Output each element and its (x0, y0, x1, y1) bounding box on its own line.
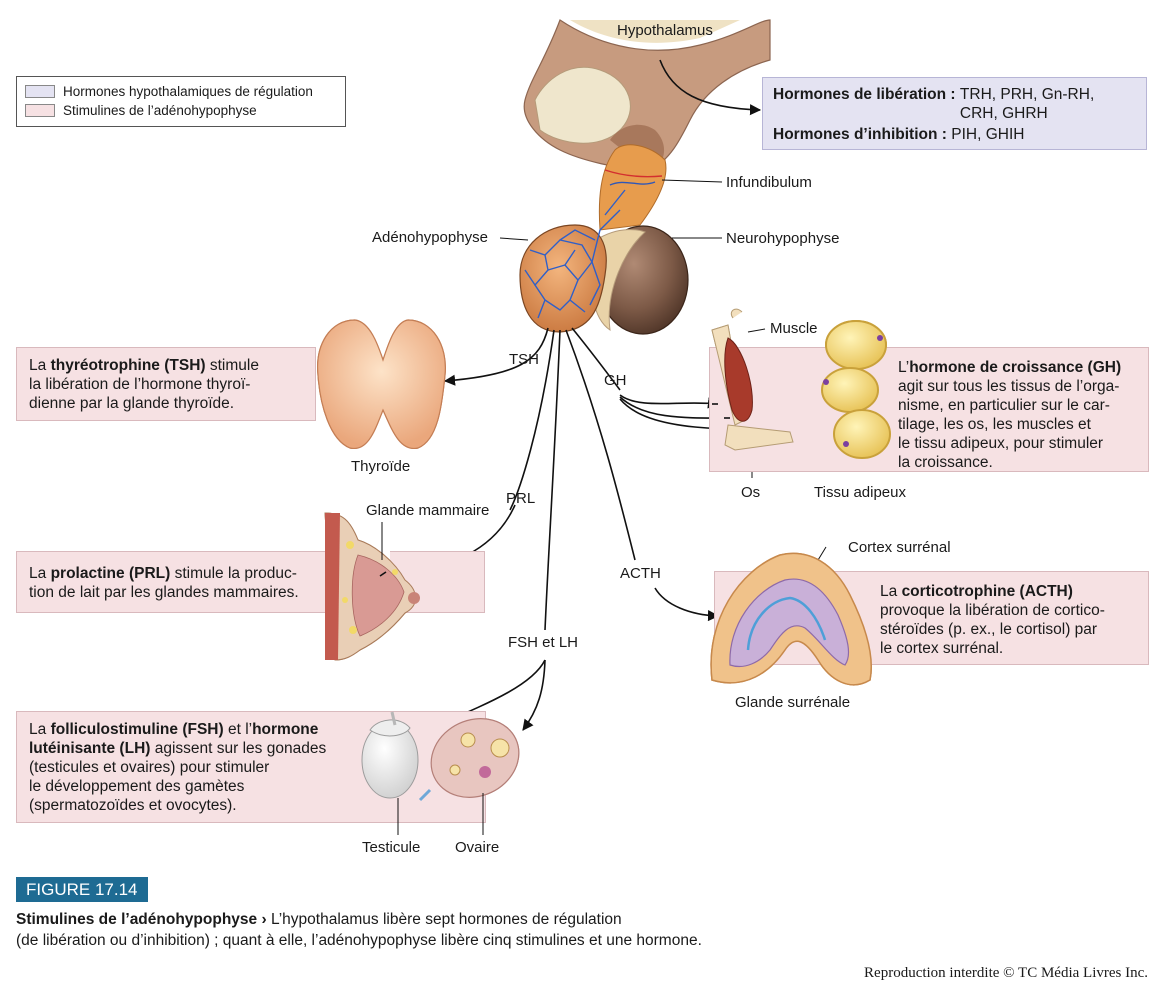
acth-pre: La (880, 583, 902, 600)
gh-line3: tilage, les os, les muscles et (898, 416, 1091, 433)
figure-tag: FIGURE 17.14 (16, 877, 148, 902)
tsh-pre: La (29, 357, 51, 374)
legend: Hormones hypothalamiques de régulation S… (16, 76, 346, 127)
label-adenohypophyse: Adénohypophyse (372, 229, 488, 246)
fsh-pre: La (29, 721, 51, 738)
fsh-line2: (testicules et ovaires) pour stimuler (29, 759, 270, 776)
gh-pre: L’ (898, 359, 910, 376)
acth-bold: corticotrophine (ACTH) (901, 583, 1073, 600)
adenohypophyse-illustration (519, 189, 626, 333)
legend-item-stimulines: Stimulines de l’adénohypophyse (25, 101, 337, 120)
figure-title: Stimulines de l’adénohypophyse (16, 911, 258, 928)
legend-label-stimulines: Stimulines de l’adénohypophyse (63, 103, 257, 118)
liberation-line1: TRH, PRH, Gn-RH, (959, 86, 1095, 103)
fsh-line4: (spermatozoïdes et ovocytes). (29, 797, 237, 814)
figure-text1: L’hypothalamus libère sept hormones de r… (266, 911, 622, 928)
legend-swatch-lavender (25, 85, 55, 98)
acth-description-box: La corticotrophine (ACTH) provoque la li… (714, 571, 1149, 665)
fsh-bold3: lutéinisante (LH) (29, 740, 151, 757)
prl-line1: stimule la produc- (170, 565, 297, 582)
legend-label-hypothalamic: Hormones hypothalamiques de régulation (63, 84, 313, 99)
label-ovaire: Ovaire (455, 839, 500, 856)
prl-box-right-extension (390, 551, 485, 613)
gh-description-box: L’hormone de croissance (GH) agit sur to… (709, 347, 1149, 472)
label-glande-surrenale: Glande surrénale (735, 694, 851, 711)
fsh-line1: agissent sur les gonades (150, 740, 327, 757)
label-cortex-surrenal: Cortex surrénal (848, 539, 951, 556)
prl-line2: tion de lait par les glandes mammaires. (29, 584, 299, 601)
label-fsh-lh: FSH et LH (508, 634, 579, 651)
label-thyroide: Thyroïde (351, 458, 411, 475)
prl-pre: La (29, 565, 51, 582)
gh-bold: hormone de croissance (GH) (909, 359, 1122, 376)
label-muscle: Muscle (770, 320, 818, 337)
tsh-line1: stimule (205, 357, 259, 374)
fsh-mid: et l’ (223, 721, 253, 738)
gh-line1: agit sur tous les tissus de l’orga- (898, 378, 1120, 395)
label-prl: PRL (506, 490, 536, 507)
label-glande-mammaire: Glande mammaire (366, 502, 490, 519)
tsh-line3: dienne par la glande thyroïde. (29, 395, 235, 412)
copyright-notice: Reproduction interdite © TC Média Livres… (864, 965, 1148, 981)
fsh-bold1: folliculostimuline (FSH) (50, 721, 224, 738)
label-tissu-adipeux: Tissu adipeux (814, 484, 906, 501)
inhibition-title: Hormones d’inhibition : (773, 126, 947, 143)
thyroid-illustration (317, 319, 446, 449)
acth-line3: le cortex surrénal. (880, 640, 1004, 657)
gh-line5: la croissance. (898, 454, 993, 471)
hypothalamus-illustration (523, 19, 771, 172)
label-infundibulum: Infundibulum (726, 174, 812, 191)
tsh-description-box: La thyréotrophine (TSH) stimule la libér… (16, 347, 316, 421)
figure-text2: (de libération ou d’inhibition) ; quant … (16, 932, 702, 949)
figure-separator: › (261, 911, 267, 928)
label-testicule: Testicule (362, 839, 421, 856)
gh-line2: nisme, en particulier sur le car- (898, 397, 1110, 414)
gh-line4: le tissu adipeux, pour stimuler (898, 435, 1104, 452)
tsh-bold: thyréotrophine (TSH) (50, 357, 206, 374)
liberation-line2: CRH, GHRH (959, 105, 1048, 122)
fsh-lh-description-box: La folliculostimuline (FSH) et l’hormone… (16, 711, 486, 823)
infundibulum-stalk (598, 144, 667, 231)
acth-line1: provoque la libération de cortico- (880, 602, 1105, 619)
tsh-line2: la libération de l’hormone thyroï- (29, 376, 251, 393)
liberation-title: Hormones de libération : (773, 86, 956, 103)
inhibition-values: PIH, GHIH (951, 126, 1025, 143)
fsh-line3: le développement des gamètes (29, 778, 245, 795)
legend-swatch-pink (25, 104, 55, 117)
label-tsh: TSH (509, 351, 539, 368)
prl-description-box: La prolactine (PRL) stimule la produc- t… (16, 551, 334, 613)
label-os: Os (741, 484, 761, 501)
acth-line2: stéroïdes (p. ex., le cortisol) par (880, 621, 1098, 638)
label-neurohypophyse: Neurohypophyse (726, 230, 840, 247)
prl-bold: prolactine (PRL) (50, 565, 171, 582)
figure-caption: Stimulines de l’adénohypophyse › L’hypot… (16, 909, 702, 951)
label-hypothalamus: Hypothalamus (617, 22, 713, 39)
label-acth: ACTH (620, 565, 661, 582)
hypothalamic-hormones-box: Hormones de libération : TRH, PRH, Gn-RH… (762, 77, 1147, 150)
label-gh: GH (604, 372, 627, 389)
legend-item-hypothalamic: Hormones hypothalamiques de régulation (25, 82, 337, 101)
fsh-bold2: hormone (252, 721, 319, 738)
